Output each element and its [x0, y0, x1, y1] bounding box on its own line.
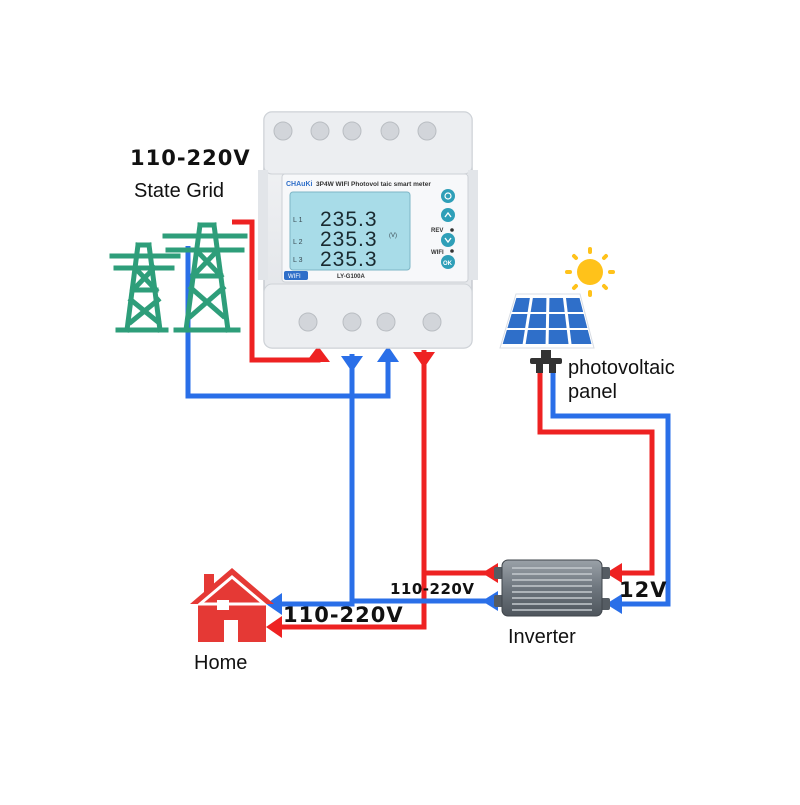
home-live-wire	[278, 350, 427, 630]
wifi-badge-label: WIFI	[288, 274, 301, 280]
meter-down-button[interactable]	[441, 233, 455, 247]
lcd-reading-3: 235.3	[320, 248, 378, 271]
arrow-dc-negative-in	[606, 594, 622, 614]
screw-top-5	[417, 121, 437, 141]
sun-icon	[565, 247, 615, 297]
arrow-inverter-neutral-out	[482, 591, 498, 611]
screw-bottom-4	[422, 312, 442, 332]
panel-junction-box	[541, 350, 551, 358]
house-window	[217, 600, 229, 610]
solar-cell	[528, 314, 547, 328]
meter-brand: CHAuKi	[286, 181, 312, 188]
lcd-unit: (V)	[389, 233, 397, 239]
panel-connector-lead-2	[549, 364, 556, 373]
top-terminals	[273, 121, 437, 141]
screw-bottom-1	[298, 312, 318, 332]
meter-settings-button[interactable]	[441, 189, 455, 203]
meter-bottom-rail	[263, 283, 473, 349]
meter-top-rail	[263, 111, 473, 175]
dc-voltage-label: 12V	[619, 578, 668, 602]
rev-label: REV	[431, 228, 443, 234]
chevron-down-icon	[444, 237, 452, 244]
lcd-row-label-1: L 1	[293, 217, 303, 224]
solar-cell	[548, 314, 567, 328]
solar-cell	[512, 298, 530, 312]
arrow-dc-positive-in	[606, 563, 622, 583]
arrow-grid-neutral-in	[377, 346, 399, 362]
arrow-live-home	[413, 352, 435, 368]
house-icon	[190, 568, 274, 642]
panel-label-line-1: photovoltaic	[568, 357, 675, 379]
meter-up-button[interactable]	[441, 208, 455, 222]
ok-label: OK	[443, 261, 453, 267]
home-neutral-wire	[278, 354, 355, 607]
inverter-fins	[512, 567, 592, 611]
wifi-indicator	[450, 249, 454, 253]
transmission-tower-icon	[109, 222, 248, 333]
panel-connector-lead-1	[536, 364, 543, 373]
wifi-badge	[284, 271, 308, 280]
smart-meter: CHAuKi 3P4W WIFI Photovol taic smart met…	[258, 111, 478, 349]
meter-title: 3P4W WIFI Photovol taic smart meter	[316, 181, 431, 188]
solar-cell	[565, 298, 584, 312]
inverter-label: Inverter	[508, 626, 576, 648]
screw-top-3	[342, 121, 362, 141]
lcd-row-label-2: L 2	[293, 239, 303, 246]
gear-icon	[444, 192, 452, 200]
solar-panel-icon	[499, 293, 595, 373]
solar-cell	[567, 314, 588, 328]
rev-indicator	[450, 228, 454, 232]
solar-cell	[525, 330, 546, 344]
house-door	[224, 620, 238, 642]
lcd-reading-2: 235.3	[320, 228, 378, 251]
meter-ok-button[interactable]	[441, 255, 455, 269]
panel-dc-negative-wire	[550, 372, 671, 607]
lcd-row-label-3: L 3	[293, 257, 303, 264]
screw-top-2	[310, 121, 330, 141]
arrow-neutral-home	[341, 356, 363, 372]
screw-bottom-2	[342, 312, 362, 332]
solar-cell	[530, 298, 547, 312]
arrow-grid-live-in	[306, 346, 330, 362]
screw-top-1	[273, 121, 293, 141]
inverter-output-voltage-label: 110-220V	[390, 580, 475, 598]
screw-bottom-3	[376, 312, 396, 332]
solar-cell	[569, 330, 592, 344]
solar-cell	[507, 314, 528, 328]
solar-cell	[549, 298, 565, 312]
panel-dc-positive-wire	[537, 372, 655, 576]
arrow-home-live	[266, 616, 282, 638]
meter-model: LY-G100A	[337, 274, 365, 280]
panel-label-line-2: panel	[568, 381, 617, 403]
bottom-terminals	[298, 312, 442, 332]
lcd-reading-1: 235.3	[320, 208, 378, 231]
meter-lcd	[289, 191, 411, 271]
meter-side-left	[258, 170, 268, 280]
meter-side-right	[468, 170, 478, 280]
solar-cell	[502, 330, 525, 344]
home-voltage-label: 110-220V	[283, 603, 404, 627]
home-label: Home	[194, 652, 248, 674]
screw-top-4	[380, 121, 400, 141]
flow-arrows	[266, 346, 622, 638]
arrow-inverter-live-out	[482, 563, 498, 583]
wifi-label: WIFI	[431, 250, 444, 256]
chevron-up-icon	[444, 211, 452, 218]
panel-connector	[530, 358, 562, 364]
grid-voltage-label: 110-220V	[130, 146, 251, 170]
grid-name-label: State Grid	[134, 180, 225, 202]
solar-cell	[548, 330, 569, 344]
inverter-icon	[494, 559, 610, 617]
